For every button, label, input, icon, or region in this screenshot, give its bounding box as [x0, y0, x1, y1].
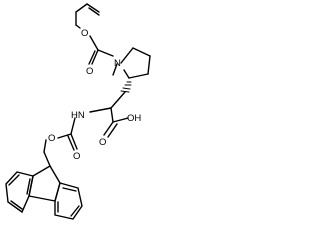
acid-carbonyl-oxygen-label: O — [99, 137, 106, 148]
fluorene-group — [5, 165, 83, 220]
alloc-carbamate — [88, 35, 114, 65]
stereo-hash-bond — [120, 81, 132, 93]
molecule-drawing: O O N HN O O O OH — [5, 3, 151, 220]
pyrrolidine-nitrogen-label: N — [114, 58, 121, 69]
side-chain — [89, 91, 126, 113]
pyrrolidine-ring — [112, 47, 151, 93]
structure-diagram: O O N HN O O O OH — [0, 0, 159, 250]
carbonyl-oxygen-label: O — [86, 66, 93, 77]
acid-hydroxyl-label: OH — [127, 113, 141, 124]
allyl-group — [75, 3, 100, 29]
carbamate-carbonyl-oxygen-label: O — [73, 151, 80, 162]
atom-labels: O O N HN O O O OH — [48, 28, 141, 162]
carboxylic-acid — [103, 107, 129, 138]
fmoc-carbamate — [43, 117, 78, 167]
carbamate-ether-oxygen-label: O — [48, 133, 55, 144]
ring-oxygen-label: O — [81, 28, 88, 39]
amide-nitrogen-label: HN — [71, 110, 85, 121]
